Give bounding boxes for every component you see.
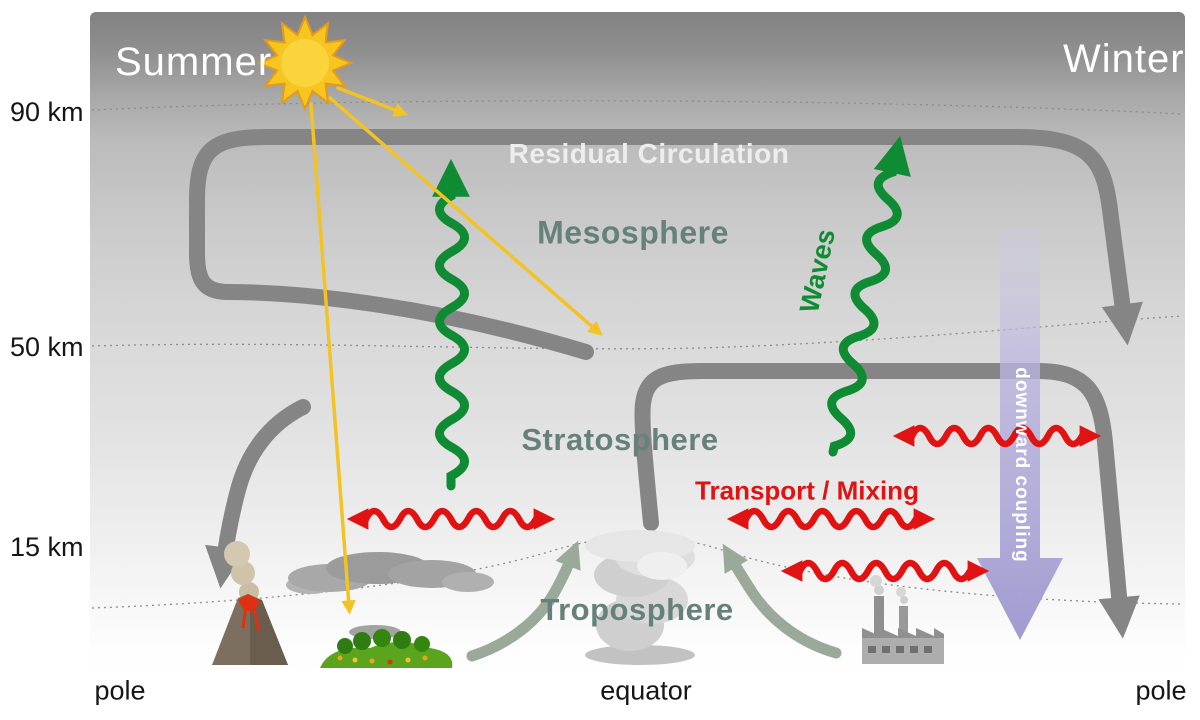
layer-label-mesosphere: Mesosphere [537, 214, 729, 251]
residual-circulation-arrow-stratosphere [634, 363, 1140, 639]
season-label-winter: Winter [1063, 37, 1185, 81]
factory-icon [862, 575, 944, 664]
sun-ray-arrows [309, 86, 603, 615]
residual-circulation-arrow-summer-branch [205, 399, 311, 589]
cloud-icon [286, 552, 494, 594]
surface-updraft-arrow-right [722, 543, 842, 659]
sun-icon [256, 14, 354, 112]
residual-circulation-label: Residual Circulation [508, 138, 790, 169]
convection-cloud-icon [585, 530, 695, 665]
diagram-background [90, 12, 1185, 672]
transport-mixing-label: Transport / Mixing [695, 475, 919, 506]
axis-label-pole-left: pole [94, 675, 146, 706]
axis-label-equator: equator [600, 675, 692, 706]
downward-coupling-label: downward coupling [1011, 367, 1032, 563]
layer-label-troposphere: Troposphere [540, 592, 734, 627]
season-label-summer: Summer [115, 40, 273, 84]
wave-arrow-left [432, 158, 470, 491]
wave-arrow-right [827, 135, 911, 457]
layer-label-stratosphere: Stratosphere [521, 422, 719, 457]
altitude-label-90km: 90 km [10, 97, 84, 127]
transport-mixing-arrow-2 [726, 507, 936, 531]
residual-circulation-arrow-mesosphere [189, 129, 1143, 360]
transport-mixing-arrow-1 [346, 507, 556, 531]
altitude-label-50km: 50 km [10, 332, 84, 362]
altitude-label-15km: 15 km [10, 532, 84, 562]
surface-updraft-arrow-left [466, 540, 581, 662]
volcano-icon [212, 541, 288, 665]
transport-mixing-arrow-3 [780, 559, 990, 583]
forest-icon [320, 625, 453, 668]
axis-label-pole-right: pole [1135, 675, 1187, 706]
transport-mixing-arrow-4 [892, 424, 1102, 448]
